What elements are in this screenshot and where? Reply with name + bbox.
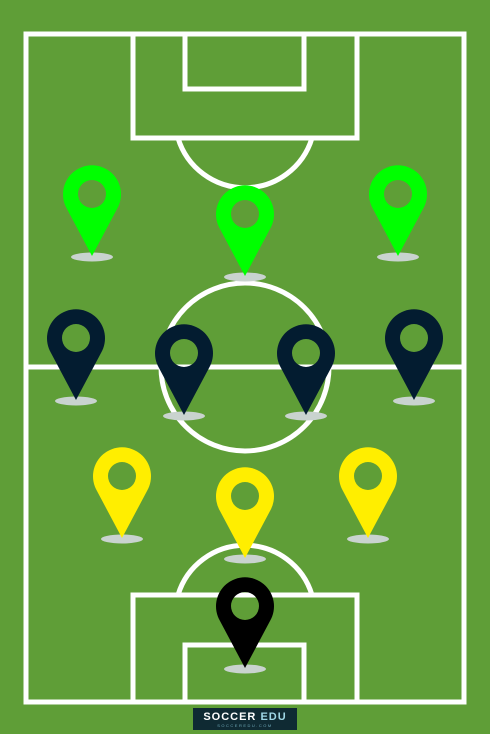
forward-center-marker [215, 185, 274, 282]
marker-shadow [377, 252, 419, 262]
goalkeeper-marker [215, 577, 274, 674]
midfielder-center-left-marker [155, 324, 213, 421]
midfielder-right-marker [385, 309, 443, 406]
logo-subtext: SOCCEREDU.COM [217, 722, 273, 728]
marker-shadow [71, 252, 113, 262]
player-markers [47, 165, 443, 674]
defender-center-marker [216, 467, 274, 564]
marker-shadow [224, 554, 266, 564]
logo-main-text: SOCCER [203, 710, 257, 723]
logo-wordmark: SOCCER EDU [203, 711, 286, 723]
defender-right-marker [339, 447, 398, 544]
marker-shadow [163, 411, 205, 421]
map-pin-icon [47, 309, 106, 400]
map-pin-icon [216, 467, 274, 558]
map-pin-icon [215, 185, 274, 276]
marker-shadow [224, 272, 266, 282]
soccer-edu-logo: SOCCER EDU SOCCEREDU.COM [193, 708, 297, 730]
forward-left-marker [63, 165, 121, 262]
map-pin-icon [215, 577, 274, 668]
map-pin-icon [339, 447, 398, 538]
forward-right-marker [369, 165, 428, 262]
marker-shadow [347, 534, 389, 544]
map-pin-icon [369, 165, 428, 256]
top-goal-box [182, 31, 307, 92]
marker-shadow [55, 396, 97, 406]
marker-shadow [101, 534, 143, 544]
map-pin-icon [385, 309, 443, 400]
map-pin-icon [155, 324, 213, 415]
midfielder-center-right-marker [277, 324, 335, 421]
midfielder-left-marker [47, 309, 106, 406]
marker-shadow [285, 411, 327, 421]
logo-accent-text: EDU [260, 710, 287, 723]
marker-shadow [393, 396, 435, 406]
defender-left-marker [93, 447, 152, 544]
map-pin-icon [277, 324, 335, 415]
marker-shadow [224, 664, 266, 674]
map-pin-icon [63, 165, 121, 256]
map-pin-icon [93, 447, 152, 538]
